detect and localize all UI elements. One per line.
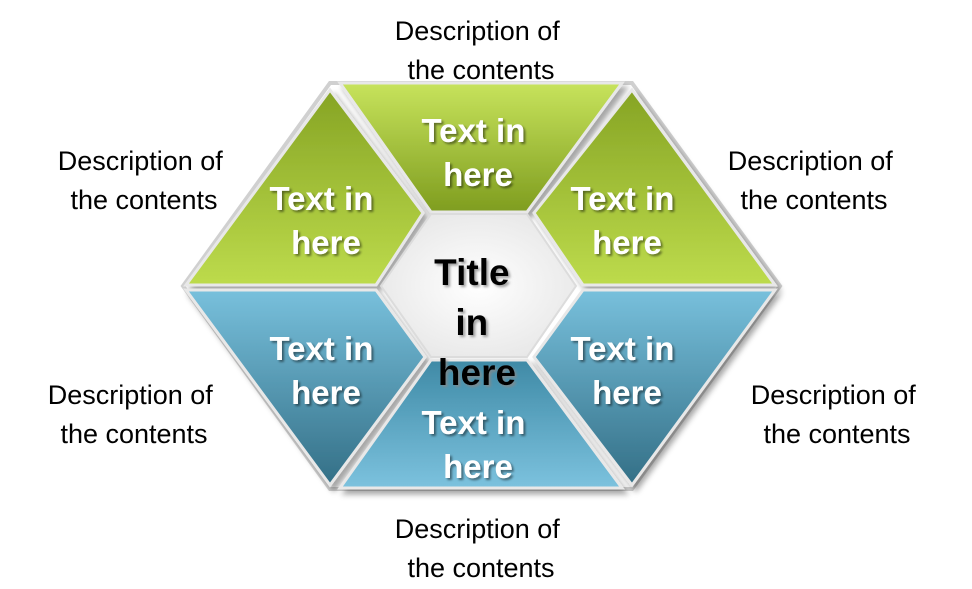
description-upper-right: Description of the contents — [728, 146, 901, 215]
segment-bottom-shape — [337, 358, 625, 490]
description-upper-left: Description of the contents — [58, 146, 231, 215]
segment-upper-right-shape — [532, 87, 778, 287]
segment-upper-left-label: Text in here — [269, 180, 382, 261]
segment-upper-right-label: Text in here — [570, 180, 683, 261]
segment-lower-left-label: Text in here — [269, 330, 382, 411]
segment-top-shape — [337, 81, 625, 214]
segment-upper-left-shape — [183, 87, 425, 287]
segment-top-label: Text in here — [421, 112, 534, 193]
hexagon-outline — [180, 81, 783, 491]
segment-bottom-label: Text in here — [421, 404, 534, 485]
description-top: Description of the contents — [395, 16, 568, 85]
center-hexagon — [379, 213, 578, 358]
description-lower-left: Description of the contents — [48, 380, 221, 449]
segment-lower-right-shape — [532, 288, 778, 488]
center-title: Title in here — [434, 252, 520, 393]
segment-lower-left-shape — [183, 288, 427, 488]
segment-lower-right-label: Text in here — [570, 330, 683, 411]
description-lower-right: Description of the contents — [751, 380, 924, 449]
description-bottom: Description of the contents — [395, 514, 568, 583]
